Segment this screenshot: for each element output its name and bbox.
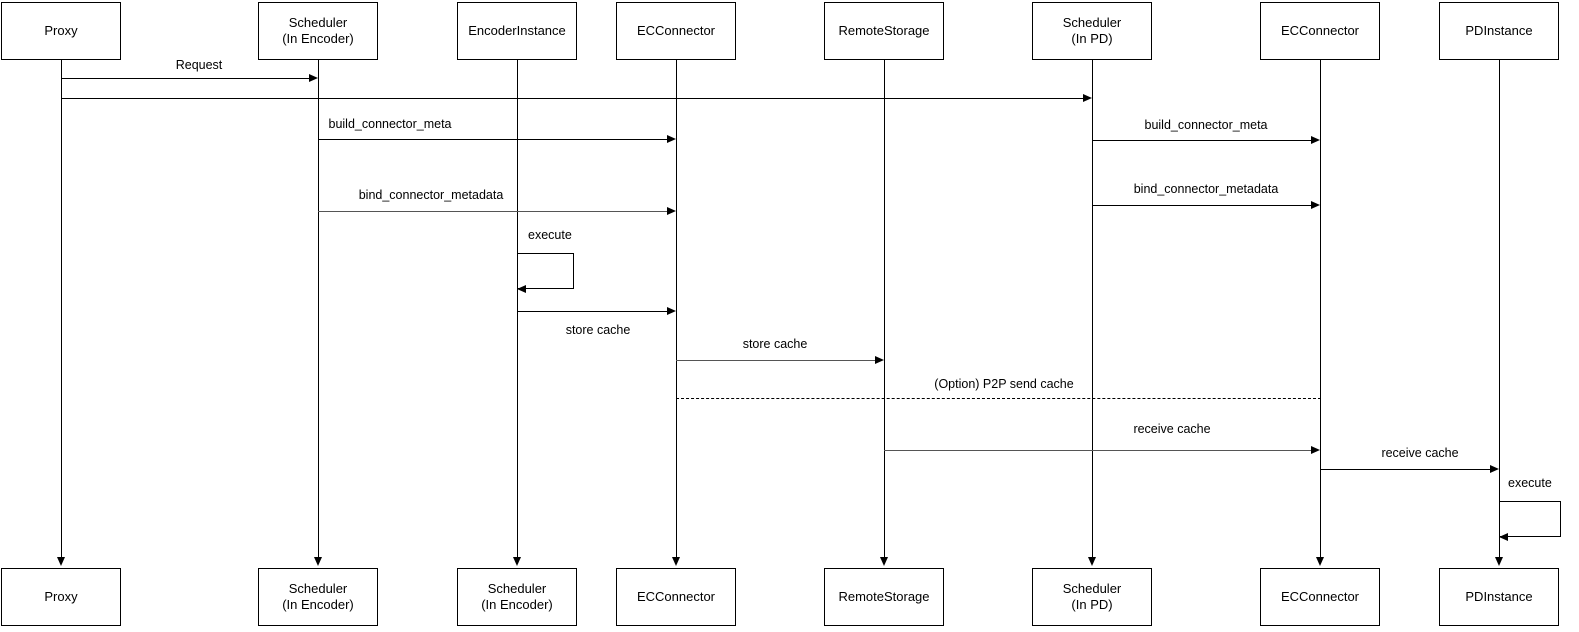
lifeline-ecconnector-right — [1320, 60, 1321, 557]
participant-label: Scheduler (In PD) — [1062, 15, 1122, 46]
participant-label: ECConnector — [636, 589, 716, 604]
message-arrowhead-store-cache-encoder — [667, 307, 676, 315]
lifeline-pd-instance — [1499, 60, 1500, 557]
message-label-store-cache-remote: store cache — [742, 337, 808, 351]
message-line-receive-cache-remote — [884, 450, 1311, 451]
participant-box-top-scheduler-pd[interactable]: Scheduler (In PD) — [1032, 2, 1152, 60]
participant-label: EncoderInstance — [468, 23, 566, 38]
participant-box-top-encoder-instance[interactable]: EncoderInstance — [457, 2, 577, 60]
lifeline-proxy — [61, 60, 62, 557]
message-arrowhead-execute-encoder — [517, 285, 526, 293]
message-arrowhead-receive-cache-pd — [1490, 465, 1499, 473]
lifeline-end-arrow-encoder-instance — [513, 557, 521, 566]
lifeline-end-arrow-pd-instance — [1495, 557, 1503, 566]
message-label-build-connector-meta-left: build_connector_meta — [328, 117, 452, 131]
message-label-bind-connector-metadata-left: bind_connector_metadata — [358, 188, 504, 202]
message-label-request: Request — [175, 58, 223, 72]
participant-box-bottom-ecconnector-left[interactable]: ECConnector — [616, 568, 736, 626]
participant-box-top-remote-storage[interactable]: RemoteStorage — [824, 2, 944, 60]
lifeline-end-arrow-ecconnector-right — [1316, 557, 1324, 566]
message-label-receive-cache-remote: receive cache — [1133, 422, 1211, 436]
message-line-build-connector-meta-right — [1092, 140, 1311, 141]
participant-box-top-scheduler-encoder[interactable]: Scheduler (In Encoder) — [258, 2, 378, 60]
message-label-execute-pd: execute — [1508, 476, 1552, 490]
participant-box-bottom-scheduler-encoder[interactable]: Scheduler (In Encoder) — [258, 568, 378, 626]
participant-label: Proxy — [44, 589, 78, 604]
message-line-receive-cache-pd — [1320, 469, 1490, 470]
message-label-receive-cache-pd: receive cache — [1381, 446, 1459, 460]
lifeline-end-arrow-scheduler-encoder — [314, 557, 322, 566]
participant-label: Scheduler (In Encoder) — [282, 581, 354, 612]
message-arrowhead-store-cache-remote — [875, 356, 884, 364]
participant-label: ECConnector — [636, 23, 716, 38]
message-selfloop-execute-pd — [1499, 501, 1561, 537]
lifeline-end-arrow-scheduler-pd — [1088, 557, 1096, 566]
message-arrowhead-receive-cache-remote — [1311, 446, 1320, 454]
lifeline-end-arrow-ecconnector-left — [672, 557, 680, 566]
message-label-bind-connector-metadata-right: bind_connector_metadata — [1133, 182, 1279, 196]
message-label-p2p-send-cache: (Option) P2P send cache — [934, 377, 1074, 391]
message-arrowhead-build-connector-meta-left — [667, 135, 676, 143]
message-line-request — [61, 78, 309, 79]
message-label-execute-encoder: execute — [528, 228, 572, 242]
participant-label: Scheduler (In Encoder) — [481, 581, 553, 612]
message-line-proxy-to-scheduler-pd — [61, 98, 1083, 99]
participant-box-bottom-encoder-instance[interactable]: Scheduler (In Encoder) — [457, 568, 577, 626]
participant-box-top-ecconnector-right[interactable]: ECConnector — [1260, 2, 1380, 60]
participant-box-bottom-scheduler-pd[interactable]: Scheduler (In PD) — [1032, 568, 1152, 626]
participant-box-top-proxy[interactable]: Proxy — [1, 2, 121, 60]
message-arrowhead-build-connector-meta-right — [1311, 136, 1320, 144]
participant-label: ECConnector — [1280, 589, 1360, 604]
participant-label: PDInstance — [1465, 23, 1533, 38]
participant-label: Proxy — [44, 23, 78, 38]
message-line-bind-connector-metadata-right — [1092, 205, 1311, 206]
message-arrowhead-bind-connector-metadata-left — [667, 207, 676, 215]
participant-label: Scheduler (In Encoder) — [282, 15, 354, 46]
participant-box-bottom-ecconnector-right[interactable]: ECConnector — [1260, 568, 1380, 626]
message-line-build-connector-meta-left — [318, 139, 667, 140]
lifeline-ecconnector-left — [676, 60, 677, 557]
lifeline-scheduler-pd — [1092, 60, 1093, 557]
participant-label: ECConnector — [1280, 23, 1360, 38]
lifeline-scheduler-encoder — [318, 60, 319, 557]
participant-box-bottom-remote-storage[interactable]: RemoteStorage — [824, 568, 944, 626]
participant-box-top-ecconnector-left[interactable]: ECConnector — [616, 2, 736, 60]
participant-box-bottom-proxy[interactable]: Proxy — [1, 568, 121, 626]
message-arrowhead-execute-pd — [1499, 533, 1508, 541]
participant-label: Scheduler (In PD) — [1062, 581, 1122, 612]
message-arrowhead-proxy-to-scheduler-pd — [1083, 94, 1092, 102]
lifeline-remote-storage — [884, 60, 885, 557]
participant-label: PDInstance — [1465, 589, 1533, 604]
message-label-build-connector-meta-right: build_connector_meta — [1144, 118, 1268, 132]
lifeline-end-arrow-remote-storage — [880, 557, 888, 566]
participant-box-bottom-pd-instance[interactable]: PDInstance — [1439, 568, 1559, 626]
message-label-store-cache-encoder: store cache — [565, 323, 631, 337]
message-selfloop-execute-encoder — [517, 253, 574, 289]
message-arrowhead-request — [309, 74, 318, 82]
participant-label: RemoteStorage — [838, 23, 930, 38]
lifeline-end-arrow-proxy — [57, 557, 65, 566]
participant-label: RemoteStorage — [838, 589, 930, 604]
message-line-p2p-send-cache — [676, 398, 1321, 399]
message-line-store-cache-remote — [676, 360, 875, 361]
participant-box-top-pd-instance[interactable]: PDInstance — [1439, 2, 1559, 60]
lifeline-encoder-instance — [517, 60, 518, 557]
message-arrowhead-bind-connector-metadata-right — [1311, 201, 1320, 209]
message-line-store-cache-encoder — [517, 311, 667, 312]
message-line-bind-connector-metadata-left — [318, 211, 667, 212]
